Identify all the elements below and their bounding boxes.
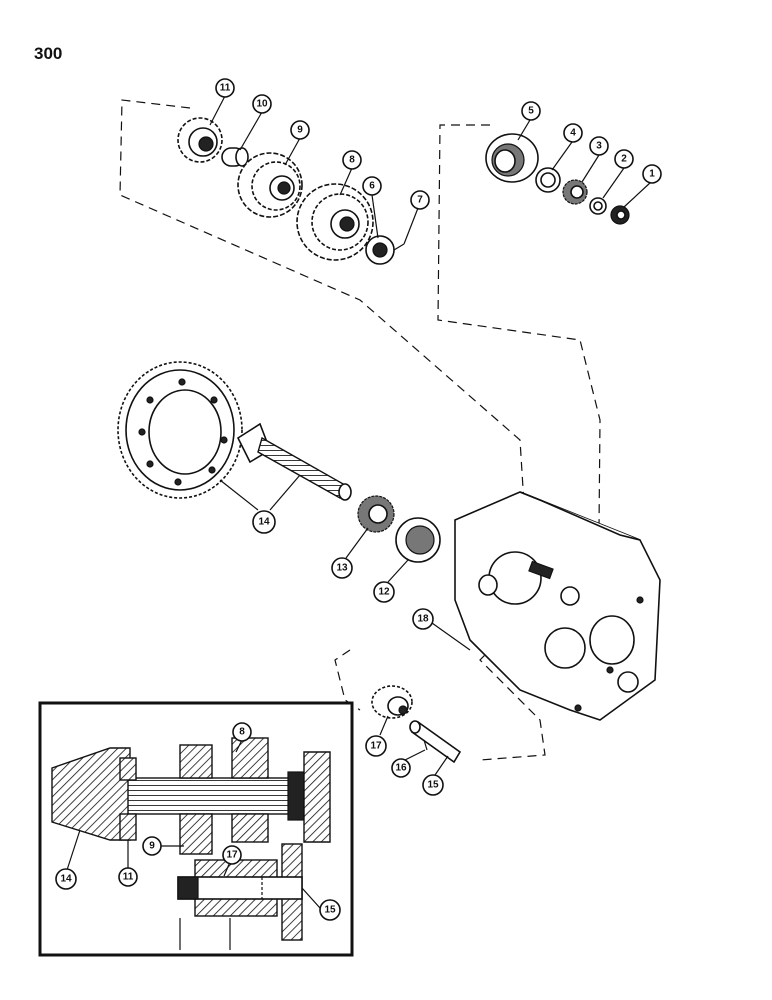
- housing-18: [454, 491, 661, 721]
- callout-label-13: 13: [336, 563, 348, 574]
- gear-11: [177, 117, 223, 163]
- callout-label-7: 7: [417, 195, 423, 206]
- nut-1: [610, 205, 630, 225]
- pinion-shaft-14: [236, 422, 352, 501]
- pin-7: [393, 243, 405, 251]
- callout-label-10: 10: [256, 99, 268, 110]
- inset-callout-label-8: 8: [239, 727, 245, 738]
- callout-14: 14: [252, 510, 276, 534]
- leader-lines: [209, 95, 652, 776]
- inset-callout-8: 8: [232, 722, 252, 742]
- gear-8: [296, 183, 374, 261]
- page-number: 300: [34, 44, 63, 63]
- gear-9: [237, 152, 303, 218]
- cup-12: [395, 517, 441, 563]
- callout-3: 3: [589, 136, 609, 156]
- callout-10: 10: [252, 94, 272, 114]
- inset-callout-label-17: 17: [226, 850, 238, 861]
- callout-label-17: 17: [370, 741, 382, 752]
- callout-7: 7: [410, 190, 430, 210]
- callout-12: 12: [373, 581, 395, 603]
- callout-label-6: 6: [369, 181, 375, 192]
- inset-callout-14: 14: [55, 868, 77, 890]
- callout-15: 15: [422, 774, 444, 796]
- callout-5: 5: [521, 101, 541, 121]
- callout-label-1: 1: [649, 169, 655, 180]
- callout-label-11: 11: [220, 83, 231, 94]
- assembly-line-left: [119, 99, 526, 521]
- callout-17: 17: [365, 735, 387, 757]
- callout-label-18: 18: [417, 614, 429, 625]
- inset-callout-label-11: 11: [123, 872, 134, 883]
- callout-11: 11: [215, 78, 235, 98]
- inset-callout-label-14: 14: [60, 874, 72, 885]
- cone-3: [562, 179, 588, 205]
- callout-label-2: 2: [621, 154, 627, 165]
- pin-16: [423, 739, 428, 751]
- callout-label-3: 3: [596, 141, 602, 152]
- inset-callout-11: 11: [118, 867, 138, 887]
- callout-label-14: 14: [258, 517, 270, 528]
- inset-callout-17: 17: [222, 845, 242, 865]
- callout-2: 2: [614, 149, 634, 169]
- inset-callout-15: 15: [319, 899, 341, 921]
- callout-9: 9: [290, 120, 310, 140]
- callout-label-8: 8: [349, 155, 355, 166]
- callout-label-5: 5: [528, 106, 534, 117]
- inset-callout-9: 9: [142, 836, 162, 856]
- assembly-line-right: [437, 124, 601, 636]
- callout-1: 1: [642, 164, 662, 184]
- callout-13: 13: [331, 557, 353, 579]
- idler-gear-17: [371, 685, 413, 719]
- callout-label-12: 12: [378, 587, 390, 598]
- washer-2: [589, 197, 607, 215]
- callout-16: 16: [391, 758, 411, 778]
- shaft-15: [409, 720, 462, 764]
- bushing-10: [221, 147, 249, 167]
- cross-section-inset: [38, 701, 354, 957]
- callout-label-4: 4: [570, 128, 576, 139]
- callout-18: 18: [412, 608, 434, 630]
- ring-gear-14: [117, 361, 243, 499]
- callout-label-15: 15: [427, 780, 439, 791]
- callout-label-9: 9: [297, 125, 303, 136]
- inset-callout-label-15: 15: [324, 905, 336, 916]
- callout-6: 6: [362, 176, 382, 196]
- callout-4: 4: [563, 123, 583, 143]
- cup-4: [535, 167, 561, 193]
- nut-6: [365, 235, 395, 265]
- callout-8: 8: [342, 150, 362, 170]
- cone-13: [357, 495, 395, 533]
- inset-callout-label-9: 9: [149, 841, 155, 852]
- inset-leader-lines: [66, 739, 321, 909]
- callout-label-16: 16: [395, 763, 407, 774]
- bearing-cage-5: [485, 133, 539, 183]
